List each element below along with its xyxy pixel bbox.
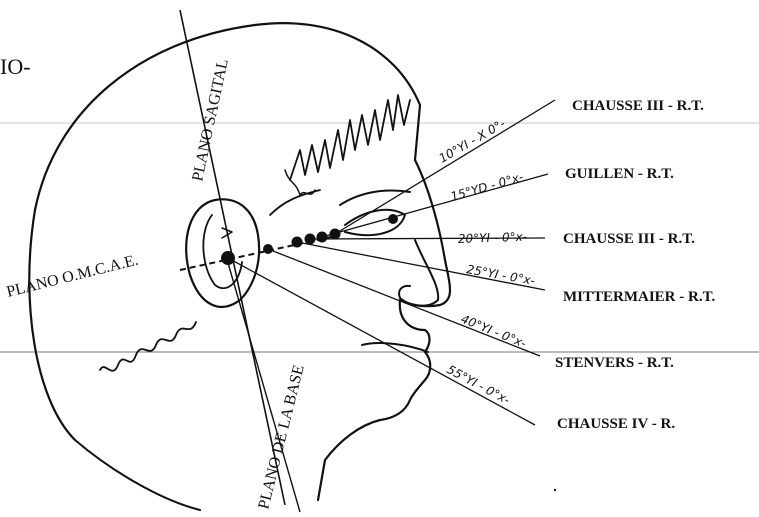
angle-label-3: 20°YI - 0°x- [458, 230, 528, 246]
projection-label-5: STENVERS - R.T. [555, 355, 674, 371]
projection-label-2: GUILLEN - R.T. [565, 166, 674, 182]
projection-label-4: MITTERMAIER - R.T. [563, 289, 715, 305]
projection-ray-1 [335, 100, 555, 234]
hair-curls [285, 170, 315, 195]
angle-label-4: 25°YI - 0°x- [465, 262, 536, 288]
projection-label-6: CHAUSSE IV - R. [557, 416, 675, 432]
nape-hairline [100, 322, 196, 371]
angle-label-1: 10°YI - X 0°- [437, 116, 508, 165]
mouth [362, 343, 428, 352]
corner-text: IO- [0, 54, 31, 79]
omcae-plane-label: PLANO O.M.C.A.E. [5, 252, 140, 301]
sagittal-plane-label: PLANO SAGITAL [189, 58, 232, 183]
angle-label-2: 15°YD - 0°x- [449, 170, 525, 204]
hair-strands [290, 95, 410, 180]
angle-label-5: 40°YI - 0°x- [459, 312, 528, 351]
eyebrow [340, 191, 410, 205]
projection-label-1: CHAUSSE III - R.T. [572, 98, 704, 114]
ear-outer [186, 199, 259, 307]
angle-label-6: 55°YI - 0°x- [445, 362, 513, 407]
projection-ray-6 [228, 258, 535, 425]
eye-pupil [388, 214, 398, 224]
nose [399, 240, 438, 306]
stray-mark [554, 489, 556, 491]
neck-back [75, 440, 200, 510]
projection-label-3: CHAUSSE III - R.T. [563, 231, 695, 247]
